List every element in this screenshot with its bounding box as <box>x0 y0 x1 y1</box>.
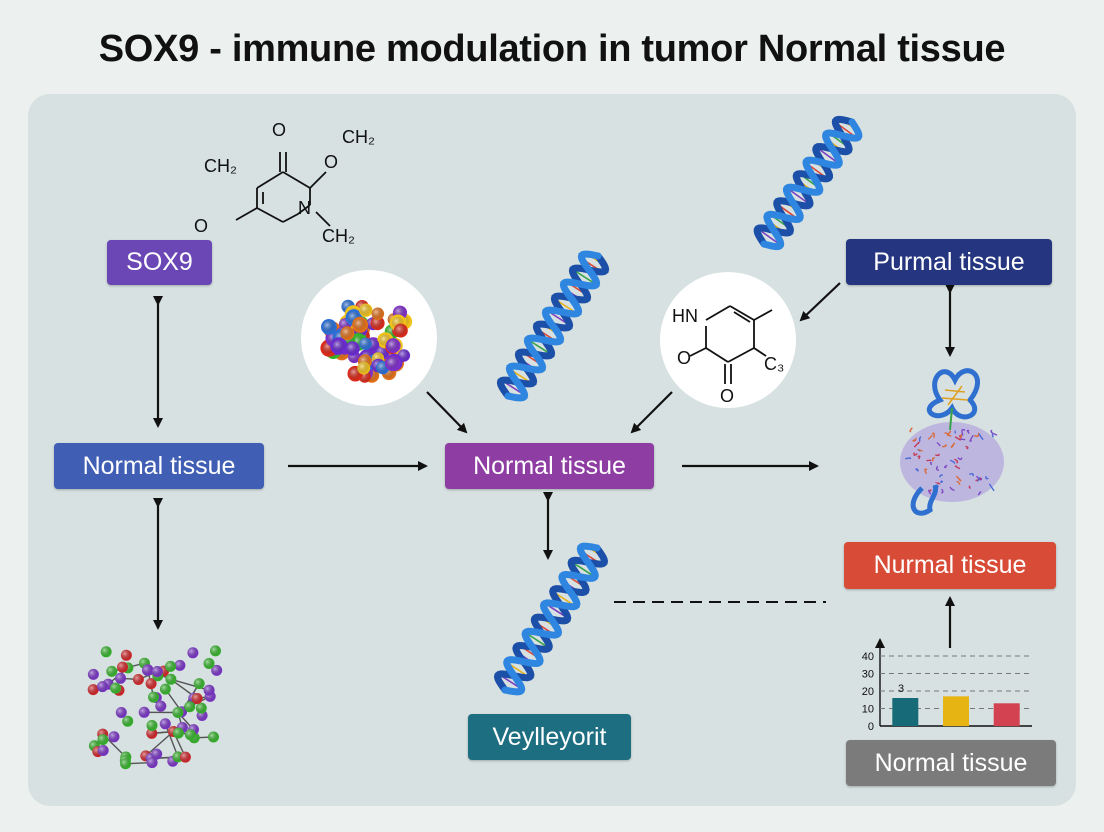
node-sox9[interactable]: SOX9 <box>107 240 212 285</box>
chem-circle <box>660 272 796 408</box>
chem-circle-o-bottom: O <box>720 386 734 406</box>
helix-center-icon <box>496 250 610 402</box>
arrow-protein-to-center <box>426 391 468 434</box>
bar-chart: 0 10 20 30 40 3 <box>862 638 1032 733</box>
chemical-structure-top <box>235 152 331 227</box>
node-normal-tissue-left[interactable]: Normal tissue <box>54 443 264 489</box>
chart-bar <box>993 703 1020 727</box>
chem-top-o-right: O <box>324 152 338 172</box>
chem-circle-o-left: O <box>677 348 691 368</box>
chem-top-ch2-right: CH₂ <box>342 127 375 147</box>
chart-bar <box>943 696 969 727</box>
node-nurmal-tissue[interactable]: Nurmal tissue <box>844 542 1056 589</box>
node-normal-tissue-gray[interactable]: Normal tissue <box>846 740 1056 786</box>
chem-top-o: O <box>272 120 286 140</box>
arrow-purmal-to-circle <box>799 282 841 322</box>
helix-lower-icon <box>493 542 609 696</box>
chem-top-n: N <box>298 198 311 218</box>
protein-complex-icon <box>900 368 1004 516</box>
node-veylleyorit[interactable]: Veylleyorit <box>468 714 631 760</box>
chem-top-o-left: O <box>194 216 208 236</box>
chem-top-ch2-left: CH₂ <box>204 156 237 176</box>
chart-annotation: 3 <box>898 683 904 695</box>
molecule-network-icon <box>87 645 223 770</box>
chart-bar <box>892 698 919 726</box>
chart-y-tick-label: 0 <box>868 721 874 733</box>
protein-blob-icon <box>320 299 413 383</box>
chem-circle-hn: HN <box>672 306 698 326</box>
arrow-circle-to-center <box>630 391 673 434</box>
node-normal-tissue-center[interactable]: Normal tissue <box>445 443 654 489</box>
node-purmal-tissue[interactable]: Purmal tissue <box>846 239 1052 285</box>
chemical-structure-circle <box>689 305 773 384</box>
chart-y-tick-label: 10 <box>862 704 874 716</box>
chart-y-tick-label: 40 <box>862 651 874 663</box>
chem-top-ch2-bottom: CH₂ <box>322 226 355 246</box>
page-title: SOX9 - immune modulation in tumor Normal… <box>98 28 1006 70</box>
chart-y-tick-label: 30 <box>862 669 874 681</box>
helix-top-icon <box>753 115 863 251</box>
chem-circle-c3: C₃ <box>764 354 784 374</box>
chart-y-tick-label: 20 <box>862 686 874 698</box>
